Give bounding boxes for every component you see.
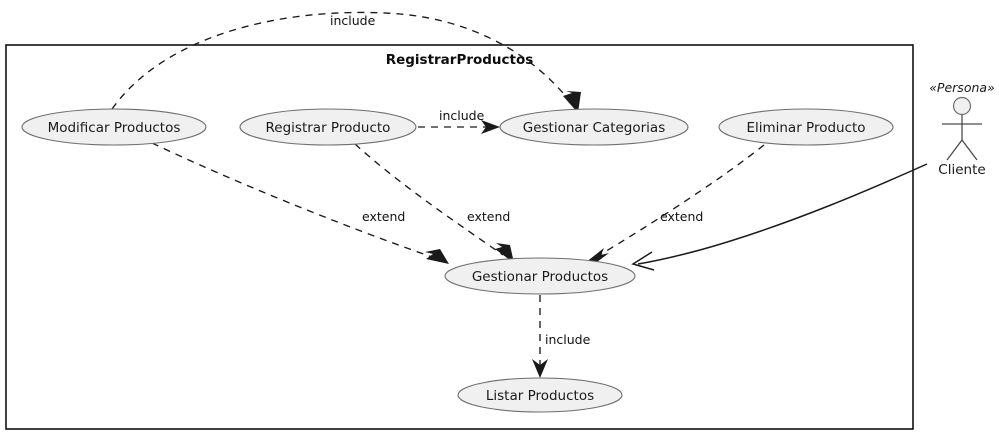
use-case-listar-productos[interactable]: Listar Productos xyxy=(457,377,623,413)
use-case-gestionar-productos[interactable]: Gestionar Productos xyxy=(444,257,636,295)
use-case-label: Listar Productos xyxy=(486,388,594,404)
use-case-ellipse[interactable] xyxy=(21,108,207,146)
extend-link-path xyxy=(151,142,436,259)
use-case-ellipse[interactable] xyxy=(457,377,623,413)
arrowhead-icon xyxy=(585,248,609,263)
relationship-modificar-to-categorias-include: include xyxy=(111,11,581,113)
use-case-ellipse[interactable] xyxy=(444,257,636,295)
use-case-ellipse[interactable] xyxy=(718,108,894,146)
use-case-registrar-producto[interactable]: Registrar Producto xyxy=(239,108,417,146)
relationship-registrar-to-categorias-include: include xyxy=(418,108,500,134)
use-case-label: Eliminar Producto xyxy=(746,120,865,136)
use-case-eliminar-producto[interactable]: Eliminar Producto xyxy=(718,108,894,146)
relationship-eliminar-to-gestionar-extend: extend xyxy=(585,144,765,263)
arrowhead-icon xyxy=(532,359,548,378)
relationship-label-include: include xyxy=(330,13,376,28)
relationship-label-include: include xyxy=(439,108,485,123)
actor-leg-right-icon xyxy=(961,139,978,161)
relationship-label-extend: extend xyxy=(467,209,510,224)
use-case-label: Gestionar Productos xyxy=(472,269,608,285)
use-case-ellipse[interactable] xyxy=(239,108,417,146)
arrowhead-icon xyxy=(631,251,655,271)
extend-link-path xyxy=(354,143,504,256)
arrowhead-icon xyxy=(563,91,581,113)
use-case-gestionar-categorias[interactable]: Gestionar Categorias xyxy=(499,108,689,146)
package-title: RegistrarProductos xyxy=(386,52,534,68)
use-case-label: Gestionar Categorias xyxy=(523,120,666,136)
use-case-modificar-productos[interactable]: Modificar Productos xyxy=(21,108,207,146)
extend-link-path xyxy=(597,144,765,257)
relationship-cliente-to-gestionar-association xyxy=(631,163,928,271)
actor-leg-left-icon xyxy=(946,139,963,161)
arrowhead-icon xyxy=(495,243,514,263)
arrowhead-icon xyxy=(481,120,500,134)
relationship-label-extend: extend xyxy=(660,209,703,224)
actor-name-label: Cliente xyxy=(938,162,985,178)
association-link-path xyxy=(637,163,928,265)
use-case-label: Modificar Productos xyxy=(48,120,181,136)
relationship-gestionar-to-listar-include: include xyxy=(532,295,591,378)
relationship-registrar-to-gestionar-extend: extend xyxy=(354,143,514,263)
include-link-path xyxy=(111,11,576,110)
actor-stereotype-label: «Persona» xyxy=(929,80,995,95)
use-case-label: Registrar Producto xyxy=(266,120,391,136)
relationship-label-extend: extend xyxy=(362,209,405,224)
relationship-label-include: include xyxy=(545,332,591,347)
package-boundary-registrarproductos xyxy=(5,44,914,430)
arrowhead-icon xyxy=(425,249,449,264)
actor-cliente[interactable]: «Persona» Cliente xyxy=(929,80,995,178)
actor-head-icon xyxy=(952,96,972,116)
relationship-modificar-to-gestionar-extend: extend xyxy=(151,142,449,264)
use-case-ellipse[interactable] xyxy=(499,108,689,146)
